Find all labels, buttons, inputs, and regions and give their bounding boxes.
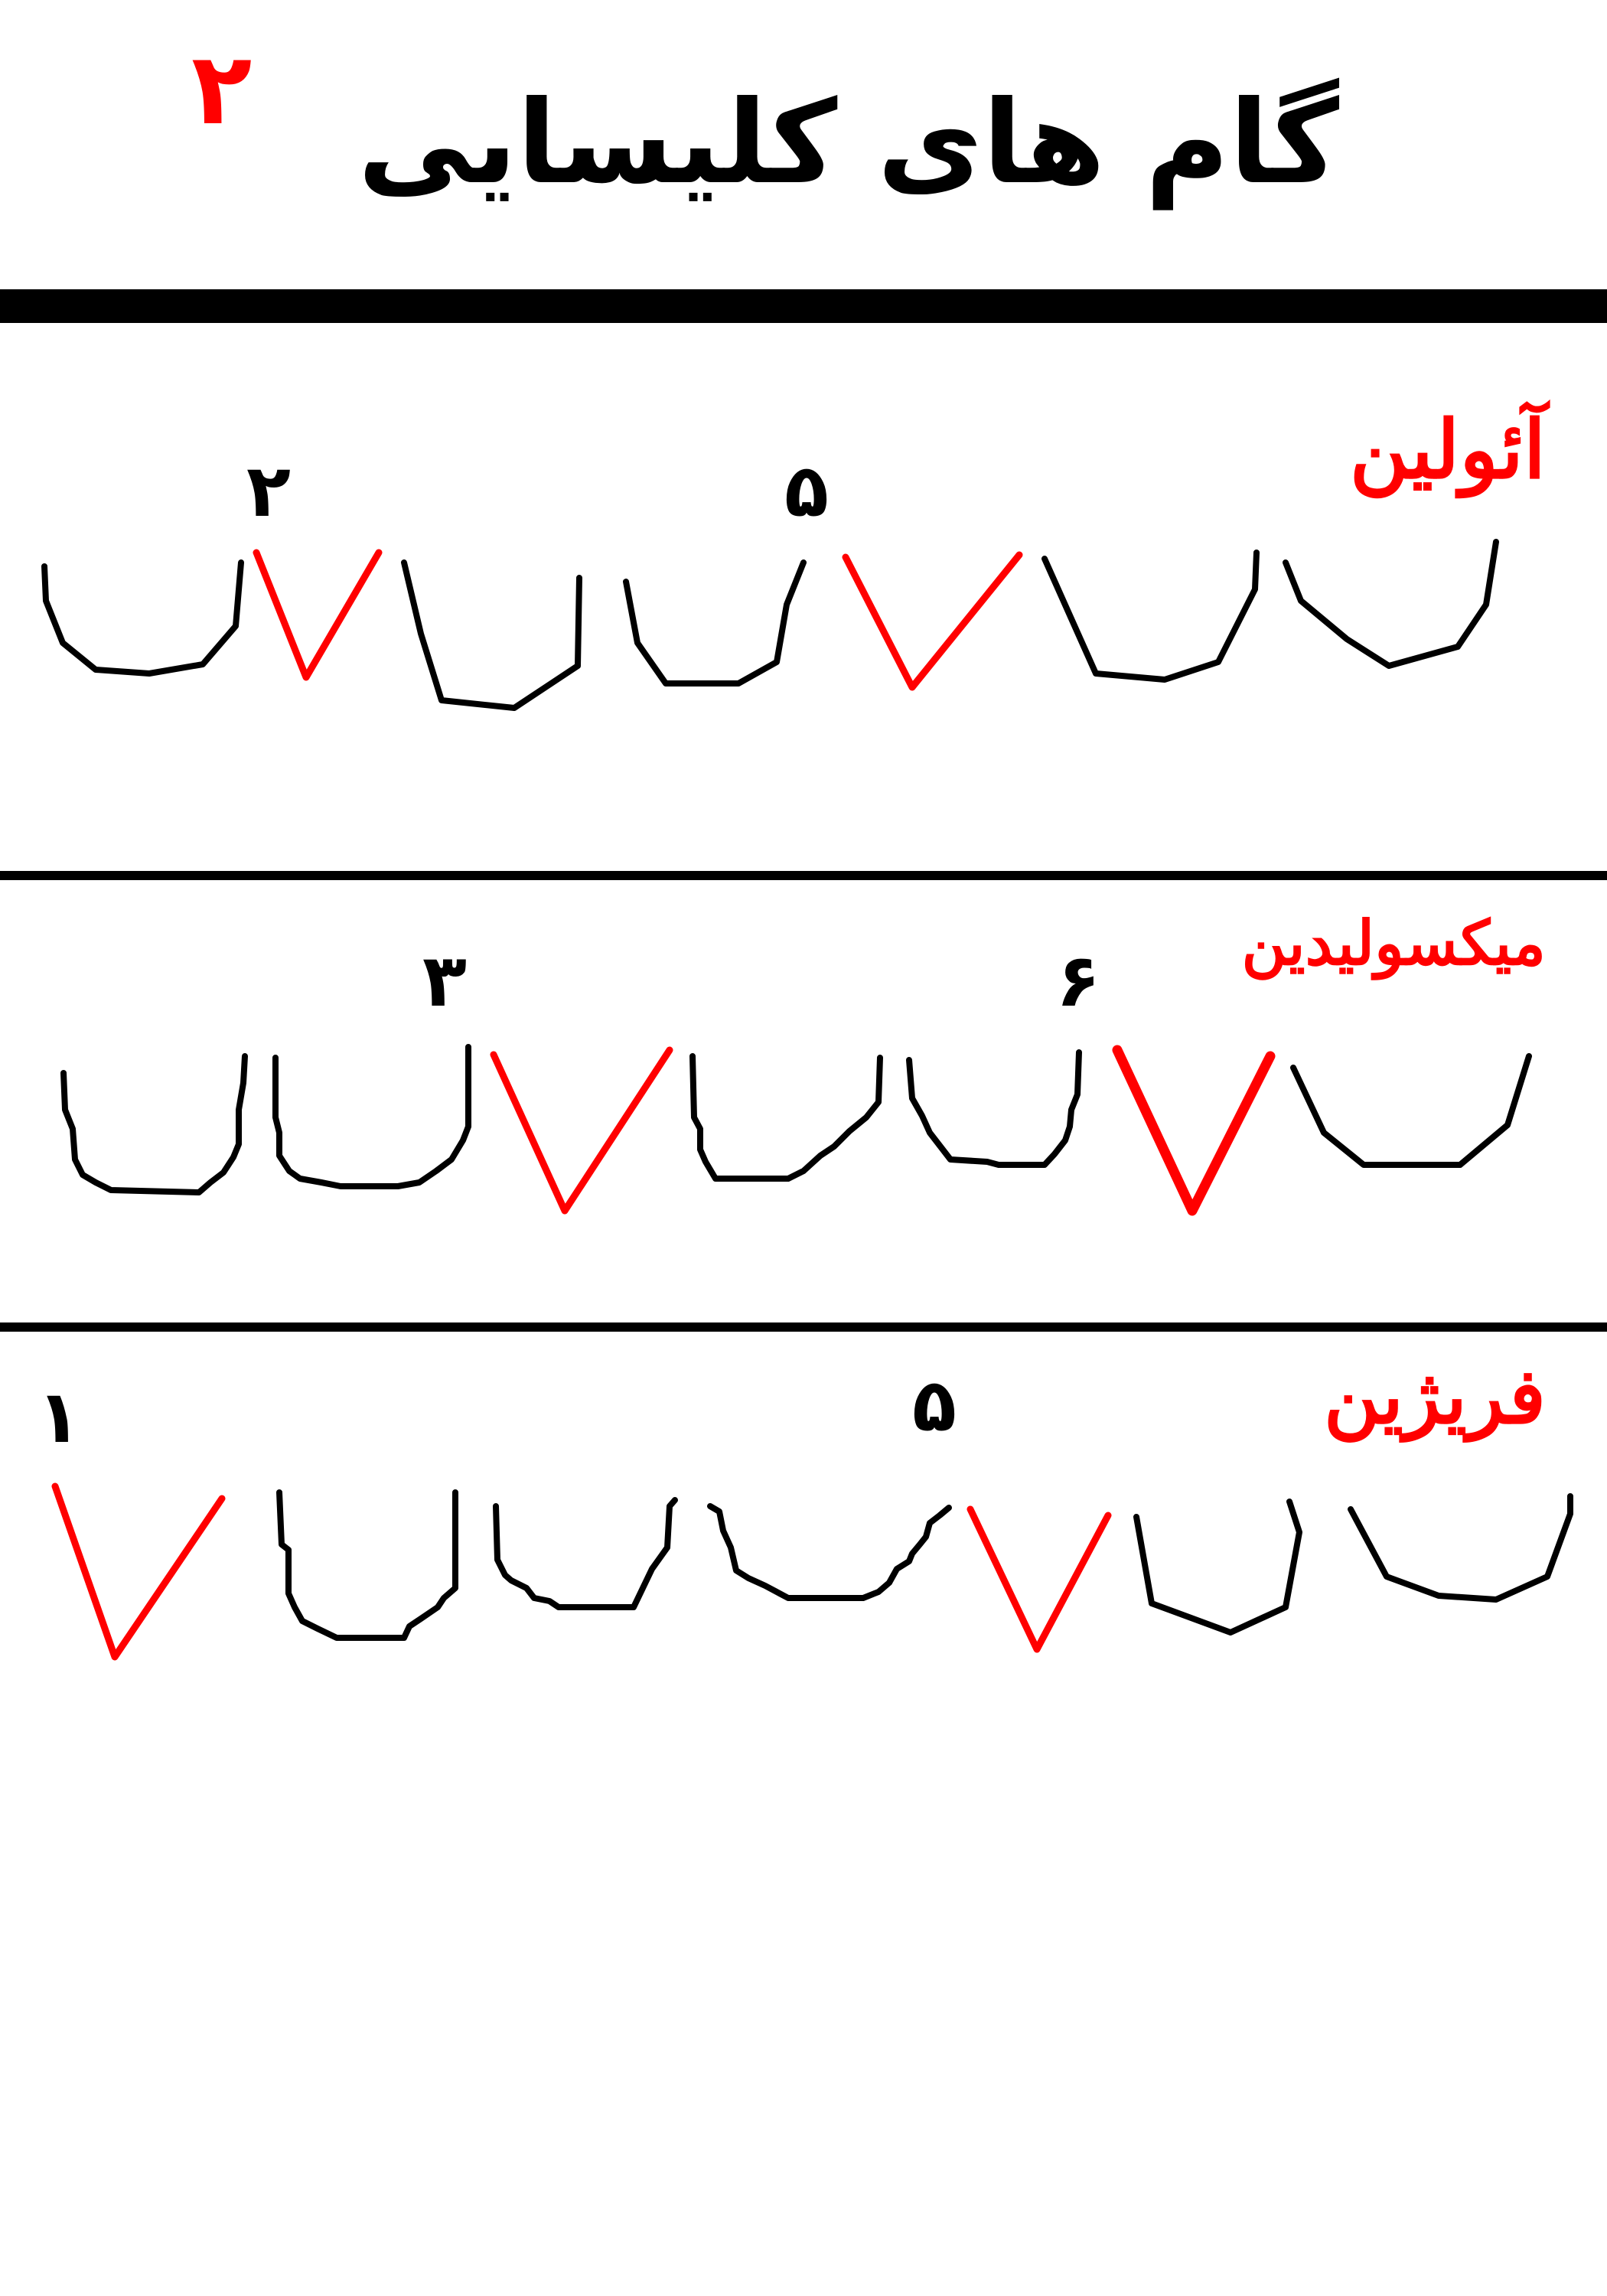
section-divider-1 <box>0 871 1607 880</box>
row-mixolydian <box>60 1044 1532 1216</box>
whole-step-shape <box>401 559 582 711</box>
whole-step-shape <box>1041 550 1260 683</box>
whole-step-shape <box>707 1503 952 1601</box>
half-step-shape <box>966 1505 1112 1653</box>
whole-step-shape <box>689 1053 883 1182</box>
whole-step-shape <box>493 1497 678 1610</box>
mode-name-aeolian: آئولین <box>1349 402 1546 497</box>
half-step-shape <box>253 549 383 681</box>
whole-step-shape <box>906 1049 1082 1168</box>
section-divider-2 <box>0 1322 1607 1332</box>
mode-name-mixolydian: میکسولیدین <box>1241 907 1546 979</box>
degree-mark: ۳ <box>422 939 467 1023</box>
half-step-shape <box>51 1482 226 1661</box>
title-number: ۲ <box>191 31 253 147</box>
whole-step-shape <box>1348 1493 1573 1603</box>
whole-step-shape <box>41 559 244 677</box>
whole-step-shape <box>623 559 807 687</box>
whole-step-shape <box>1133 1499 1302 1636</box>
page-title: گام های کلیسایی <box>357 77 1339 210</box>
degree-mark: ۶ <box>1056 939 1100 1023</box>
title-area: ۲ گام های کلیسایی <box>0 31 1607 260</box>
row-phrygian <box>51 1482 1573 1661</box>
whole-step-shape <box>272 1044 471 1189</box>
whole-step-shape <box>60 1053 248 1195</box>
half-step-shape <box>490 1046 673 1215</box>
degree-mark: ۲ <box>246 449 291 533</box>
mode-name-phrygian: فریژین <box>1324 1351 1546 1441</box>
whole-step-shape <box>1290 1053 1532 1168</box>
whole-step-shape <box>1283 539 1499 669</box>
title-divider <box>0 289 1607 323</box>
degree-mark: ۵ <box>784 449 829 533</box>
degree-mark: ۵ <box>912 1364 957 1448</box>
degree-mark: ۱ <box>37 1375 81 1459</box>
half-step-shape <box>1112 1045 1276 1216</box>
row-aeolian <box>41 539 1499 711</box>
half-step-shape <box>842 551 1023 691</box>
whole-step-shape <box>276 1489 458 1641</box>
